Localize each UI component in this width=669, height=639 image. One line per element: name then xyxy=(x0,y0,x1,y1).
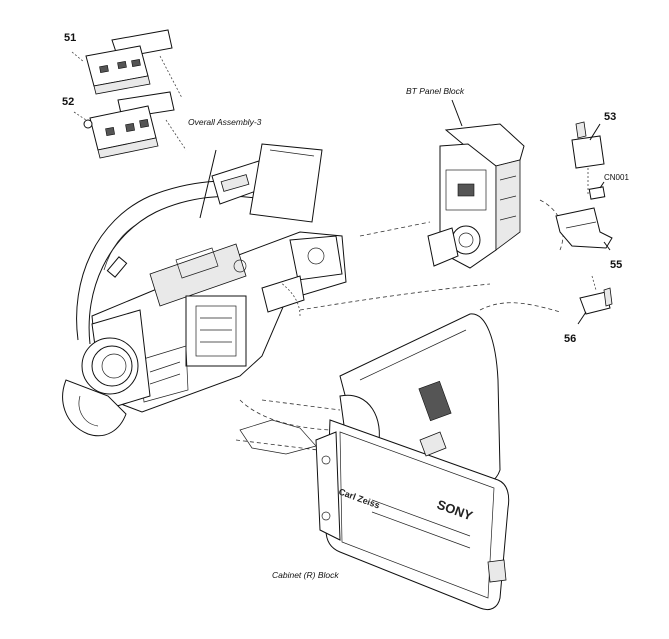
label-overall-assembly: Overall Assembly-3 xyxy=(188,117,262,127)
camcorder-main-body xyxy=(62,143,347,437)
cn001-connector xyxy=(588,181,606,200)
part-51-assembly xyxy=(71,29,183,99)
part-56 xyxy=(577,275,613,325)
bt-panel-block xyxy=(427,99,525,269)
label-part-52: 52 xyxy=(62,96,74,108)
label-cabinet-r-block: Cabinet (R) Block xyxy=(272,570,339,580)
label-bt-panel-block: BT Panel Block xyxy=(406,86,465,96)
speaker-grille xyxy=(418,380,452,422)
part-52-assembly xyxy=(73,91,187,159)
label-part-53: 53 xyxy=(604,111,616,123)
label-cn001: CN001 xyxy=(604,173,629,182)
label-part-51: 51 xyxy=(64,32,76,44)
label-part-55: 55 xyxy=(610,259,622,271)
cabinet-r-block xyxy=(315,313,510,611)
part-55 xyxy=(555,207,613,251)
label-part-56: 56 xyxy=(564,333,576,345)
part-53 xyxy=(571,121,605,196)
